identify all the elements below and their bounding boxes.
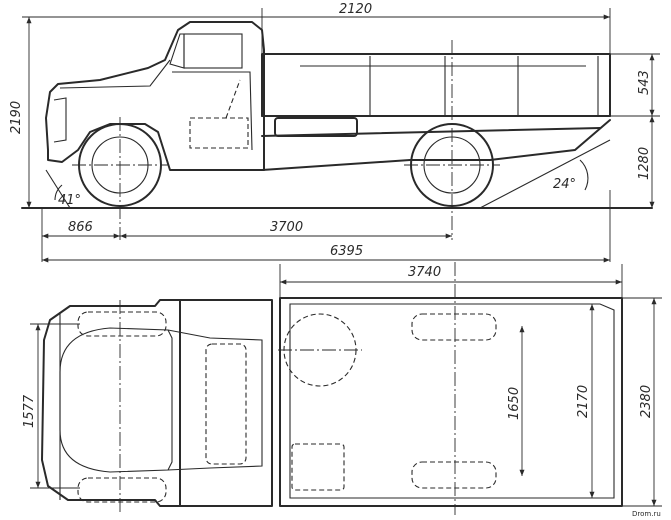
- hood-top-outline: [41, 299, 181, 507]
- rear-wheel-top-right: [411, 461, 497, 489]
- hood-line: [59, 59, 171, 89]
- seat-outline: [189, 117, 249, 149]
- steering-column: [225, 79, 241, 119]
- approach-angle-label: 41°: [58, 193, 81, 208]
- cab-top: [179, 299, 273, 507]
- watermark: Drom.ru: [632, 510, 661, 518]
- cab-seat-top: [205, 343, 247, 465]
- dim-2190-label: 2190: [9, 101, 24, 134]
- dim-543-label: 543: [637, 70, 652, 95]
- dim-866-label: 866: [68, 220, 93, 235]
- frame-lower: [261, 119, 611, 171]
- front-wheel-top-right: [77, 477, 167, 503]
- frame-rail: [261, 127, 601, 137]
- departure-line: [479, 139, 611, 209]
- fuel-tank: [274, 117, 358, 137]
- top-view: 3740 1577 1650 2170 2380: [22, 262, 662, 515]
- dim-3700-label: 3700: [270, 220, 303, 235]
- dim-1650-label: 1650: [507, 387, 522, 420]
- dim-6395-label: 6395: [330, 244, 363, 259]
- dim-2380-label: 2380: [639, 385, 654, 418]
- platform-top-inner: [289, 303, 615, 499]
- dim-3740-label: 3740: [408, 265, 441, 280]
- grille: [53, 97, 67, 143]
- side-view: 41° 24° 2120 2190 543 1280 866 3700 6395: [9, 2, 660, 263]
- dim-2120-label: 2120: [339, 2, 372, 17]
- door-window: [183, 33, 243, 69]
- approach-arc: [54, 184, 63, 201]
- front-wheel-top-left: [77, 311, 167, 337]
- departure-arc: [579, 159, 589, 191]
- windshield-top: [167, 329, 263, 471]
- platform-top-outer: [279, 297, 623, 507]
- hood-top: [59, 327, 173, 473]
- dim-2170-label: 2170: [576, 385, 591, 418]
- battery-box-top: [291, 443, 345, 491]
- cargo-body-side: [261, 53, 611, 117]
- windshield: [169, 33, 185, 69]
- cab-outline: [45, 21, 265, 171]
- rear-wheel-top-left: [411, 313, 497, 341]
- cab-door: [172, 71, 253, 151]
- dim-1280-label: 1280: [637, 147, 652, 180]
- dim-1577-label: 1577: [22, 394, 37, 428]
- departure-angle-label: 24°: [553, 177, 576, 192]
